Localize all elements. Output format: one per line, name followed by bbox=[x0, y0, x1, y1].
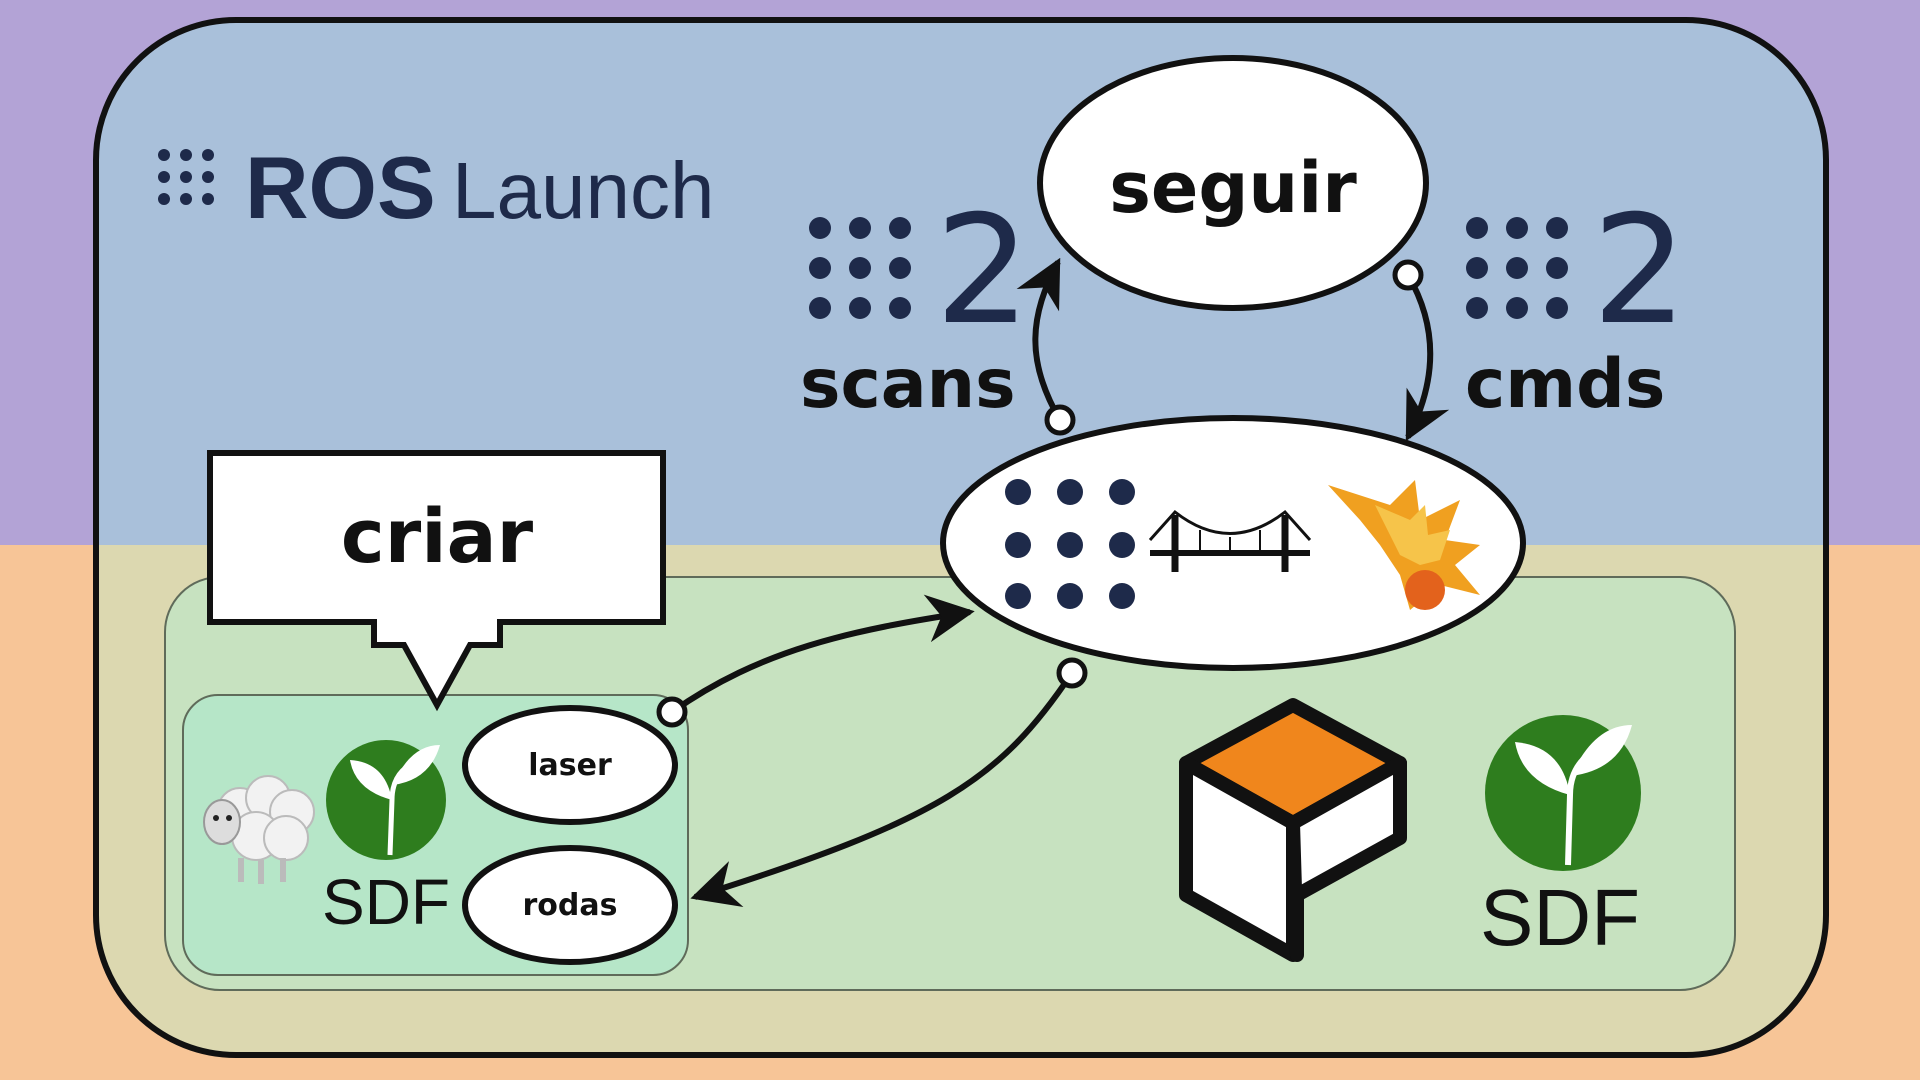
cmds-edge bbox=[1405, 273, 1450, 442]
ros-launch-title: ROS Launch bbox=[158, 138, 714, 237]
gazebo-cube-icon bbox=[1179, 698, 1407, 962]
criar-label: criar bbox=[341, 494, 534, 580]
ros-dots-icon bbox=[1466, 217, 1568, 319]
cmds-counter: 2 cmds bbox=[1465, 184, 1687, 424]
scans-label: scans bbox=[800, 345, 1016, 424]
cmds-label: cmds bbox=[1465, 345, 1665, 424]
sdf-right-label: SDF bbox=[1480, 873, 1640, 962]
ros-dots-icon bbox=[158, 149, 214, 205]
title-brand: ROS bbox=[245, 138, 436, 237]
sdf-leaf-icon bbox=[326, 740, 446, 860]
bridge-icon bbox=[1148, 509, 1312, 572]
ros-dots-icon bbox=[1005, 479, 1135, 609]
laser-edge bbox=[670, 594, 975, 715]
sdf-leaf-icon bbox=[1485, 715, 1641, 871]
criar-callout: criar bbox=[207, 450, 666, 712]
laser-label: laser bbox=[528, 748, 612, 783]
edge-sources bbox=[656, 259, 1424, 728]
seguir-label: seguir bbox=[1109, 147, 1357, 229]
connections bbox=[670, 257, 1450, 907]
sdf-right: SDF bbox=[1480, 715, 1641, 962]
bridge-node[interactable] bbox=[940, 415, 1526, 671]
rodas-label: rodas bbox=[523, 888, 618, 923]
cmds-count: 2 bbox=[1592, 184, 1687, 358]
sdf-left: SDF bbox=[322, 740, 450, 938]
rodas-node[interactable]: rodas bbox=[462, 845, 678, 965]
scans-count: 2 bbox=[935, 184, 1030, 358]
ros-dots-icon bbox=[809, 217, 911, 319]
laser-node[interactable]: laser bbox=[462, 705, 678, 825]
sdf-left-label: SDF bbox=[322, 866, 450, 938]
scans-counter: 2 scans bbox=[800, 184, 1030, 424]
sheep-icon bbox=[203, 775, 315, 884]
title-word: Launch bbox=[452, 146, 714, 235]
rodas-edge bbox=[690, 671, 1075, 907]
scans-edge bbox=[1016, 257, 1063, 422]
gazebo-flame-icon bbox=[1328, 480, 1480, 610]
seguir-node[interactable]: seguir bbox=[1037, 55, 1429, 311]
